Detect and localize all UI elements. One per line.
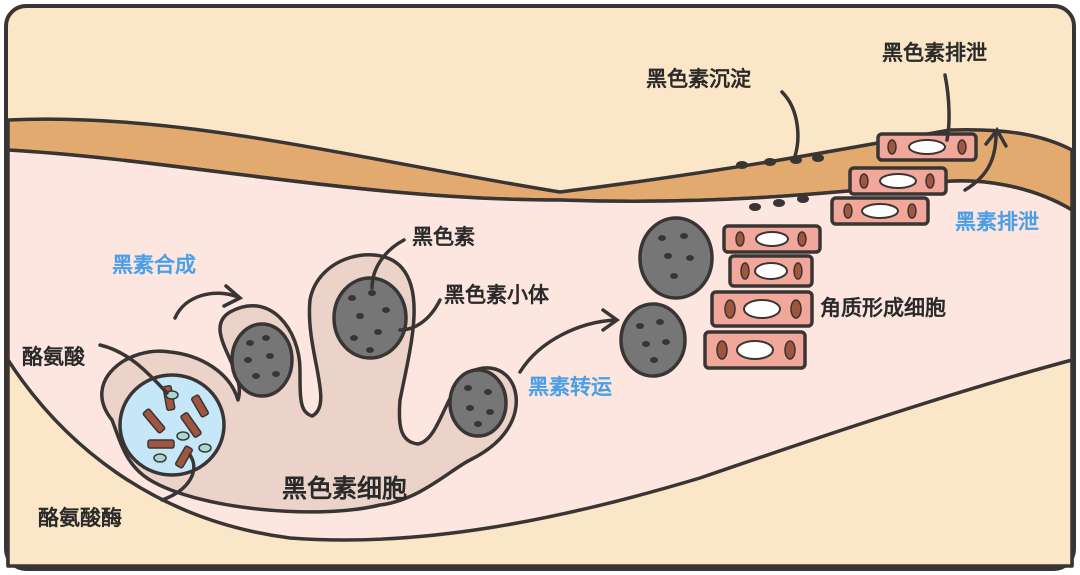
keratinocyte-cell <box>722 224 822 254</box>
melanin-granules <box>244 233 694 427</box>
flow-arrows <box>173 126 1008 374</box>
basal-membrane <box>6 358 1074 568</box>
label-melanin-transport: 黑素转运 <box>528 375 612 399</box>
synthesis-arrow <box>173 291 240 320</box>
synthesis-arrowhead <box>222 284 244 308</box>
keratinocyte-cell <box>848 166 948 196</box>
label-melanin: 黑色素 <box>412 225 475 249</box>
melanocyte <box>100 252 518 514</box>
label-melanocyte: 黑色素细胞 <box>282 474 407 503</box>
keratinocyte-melanin <box>716 139 967 360</box>
melanosome <box>619 302 687 378</box>
keratinocyte-cell <box>876 132 978 162</box>
label-melanin-synthesis: 黑素合成 <box>112 253 196 277</box>
keratinocyte-cell <box>710 290 814 328</box>
transport-arrow <box>518 318 617 374</box>
label-pointers <box>98 73 951 502</box>
keratinocyte-cell <box>830 196 930 226</box>
label-tyrosinase: 酪氨酸酶 <box>38 506 122 530</box>
melanosome <box>332 276 408 360</box>
melanin-deposition-dots <box>736 154 824 211</box>
keratinocyte-cell <box>703 330 807 370</box>
keratinocyte-cell <box>728 254 814 288</box>
melanosome <box>230 322 294 398</box>
keratinocytes <box>703 132 978 370</box>
label-keratinocyte: 角质形成细胞 <box>820 296 946 320</box>
transport-arrowhead <box>601 308 621 332</box>
label-melanin-excretion-top: 黑色素排泄 <box>882 41 987 65</box>
tyrosine-granules <box>153 390 212 463</box>
melanosome <box>448 368 508 438</box>
label-melanin-excretion-side: 黑素排泄 <box>955 210 1039 234</box>
excretion-arrowhead <box>984 126 1008 148</box>
label-melanosome: 黑色素小体 <box>444 283 550 307</box>
melanosome <box>638 216 714 300</box>
label-tyrosine: 酪氨酸 <box>22 345 86 369</box>
label-melanin-deposition: 黑色素沉淀 <box>646 67 752 91</box>
excretion-arrow <box>963 132 998 192</box>
